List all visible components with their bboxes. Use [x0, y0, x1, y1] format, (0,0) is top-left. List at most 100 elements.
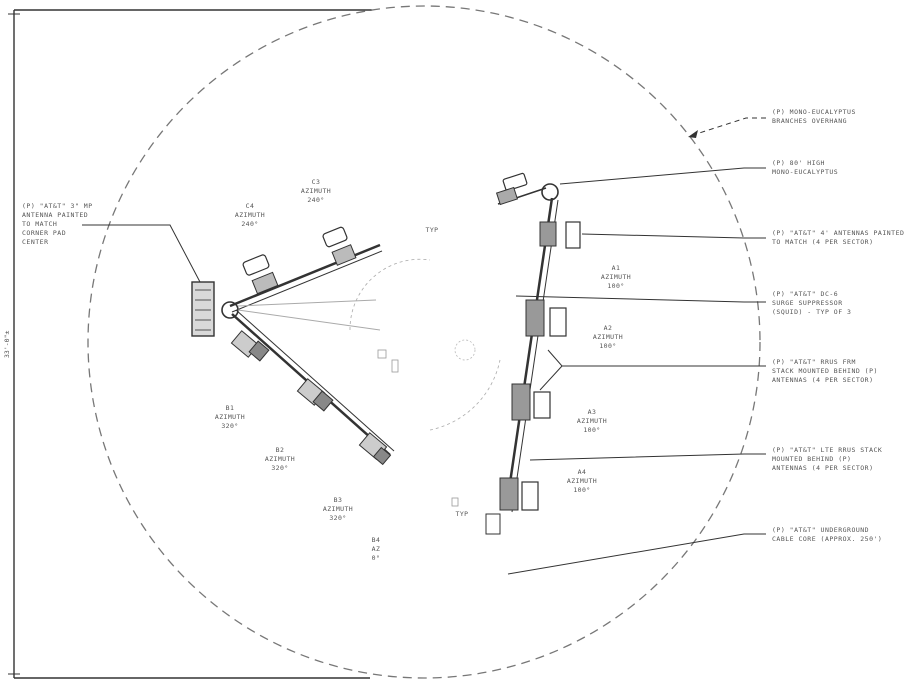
lower-label: TYP — [456, 510, 469, 518]
center-label: TYP — [426, 226, 439, 234]
svg-text:(P) "AT&T" LTE RRUS STACK: (P) "AT&T" LTE RRUS STACK — [772, 446, 882, 454]
svg-text:ANTENNAS (4 PER SECTOR): ANTENNAS (4 PER SECTOR) — [772, 464, 874, 472]
center-mark — [454, 339, 476, 361]
antenna-a3 — [511, 383, 551, 421]
leader-overhang-arrow — [688, 130, 698, 138]
svg-text:A2: A2 — [604, 324, 613, 332]
svg-text:A1: A1 — [612, 264, 621, 272]
svg-text:A3: A3 — [588, 408, 597, 416]
antenna-b-2 — [296, 378, 334, 412]
svg-text:240°: 240° — [241, 220, 258, 228]
svg-text:AZIMUTH: AZIMUTH — [301, 187, 331, 195]
svg-text:CENTER: CENTER — [22, 238, 48, 246]
antenna-c4-1 — [242, 254, 279, 295]
arm-c4-inner — [231, 250, 383, 313]
leader-rrus-2 — [539, 365, 563, 391]
branch-overhang-circle — [87, 5, 761, 679]
svg-text:240°: 240° — [307, 196, 324, 204]
svg-text:ANTENNA PAINTED: ANTENNA PAINTED — [22, 211, 88, 219]
antenna-a4 — [485, 477, 539, 535]
arm-faint — [237, 299, 377, 307]
svg-text:(P) "AT&T" RRUS FRM: (P) "AT&T" RRUS FRM — [772, 358, 856, 366]
right-pole — [541, 183, 559, 201]
svg-text:320°: 320° — [221, 422, 238, 430]
svg-text:(P) "AT&T" UNDERGROUND: (P) "AT&T" UNDERGROUND — [772, 526, 869, 534]
antenna-a2 — [525, 299, 567, 337]
azimuth-label-c3: C3 AZIMUTH 240° — [301, 178, 331, 204]
svg-text:CORNER PAD: CORNER PAD — [22, 229, 66, 237]
svg-text:CABLE CORE (APPROX. 250'): CABLE CORE (APPROX. 250') — [772, 535, 882, 543]
antenna-b-3 — [358, 432, 392, 466]
svg-text:MONO-EUCALYPTUS: MONO-EUCALYPTUS — [772, 168, 838, 176]
leader-antennas — [581, 233, 766, 239]
svg-text:(P) 80' HIGH: (P) 80' HIGH — [772, 159, 825, 167]
azimuth-label-b2: B2 AZIMUTH 320° — [265, 446, 295, 472]
callout-rrus: (P) "AT&T" RRUS FRM STACK MOUNTED BEHIND… — [772, 358, 878, 384]
svg-text:AZIMUTH: AZIMUTH — [215, 413, 245, 421]
svg-text:SURGE SUPPRESSOR: SURGE SUPPRESSOR — [772, 299, 843, 307]
callout-monopine-overhang: (P) MONO-EUCALYPTUS BRANCHES OVERHANG — [772, 108, 856, 125]
arm-faint — [237, 309, 381, 331]
svg-text:320°: 320° — [329, 514, 346, 522]
svg-text:100°: 100° — [583, 426, 600, 434]
leader-surge — [515, 295, 766, 303]
azimuth-label-a4: A4 AZIMUTH 100° — [567, 468, 597, 494]
svg-text:(P) "AT&T" DC-6: (P) "AT&T" DC-6 — [772, 290, 838, 298]
svg-text:AZIMUTH: AZIMUTH — [567, 477, 597, 485]
svg-text:(SQUID) - TYP OF 3: (SQUID) - TYP OF 3 — [772, 308, 851, 316]
azimuth-label-c4: C4 AZIMUTH 240° — [235, 202, 265, 228]
svg-text:AZIMUTH: AZIMUTH — [593, 333, 623, 341]
svg-text:B1: B1 — [226, 404, 235, 412]
arm-a — [504, 197, 554, 511]
svg-text:(P) "AT&T" 4' ANTENNAS PAINTED: (P) "AT&T" 4' ANTENNAS PAINTED — [772, 229, 904, 237]
azimuth-label-b4: B4 AZ 0° — [372, 536, 381, 562]
leader-cable — [507, 533, 766, 575]
azimuth-label-b1: B1 AZIMUTH 320° — [215, 404, 245, 430]
inner-arc — [349, 258, 431, 331]
antenna-top — [495, 172, 528, 206]
svg-text:C3: C3 — [312, 178, 321, 186]
arm-a-inner — [511, 199, 559, 513]
svg-text:C4: C4 — [246, 202, 255, 210]
corner-pad — [191, 281, 215, 337]
svg-text:100°: 100° — [599, 342, 616, 350]
arm-c4 — [229, 243, 381, 308]
azimuth-label-b3: B3 AZIMUTH 320° — [323, 496, 353, 522]
antenna-a1 — [539, 221, 581, 249]
svg-text:STACK MOUNTED BEHIND (P): STACK MOUNTED BEHIND (P) — [772, 367, 878, 375]
svg-text:320°: 320° — [271, 464, 288, 472]
leader-lte — [529, 453, 766, 461]
dimension-label: 33'-0"± — [3, 331, 11, 358]
svg-text:AZIMUTH: AZIMUTH — [601, 273, 631, 281]
svg-text:TO MATCH: TO MATCH — [22, 220, 57, 228]
leader-overhang — [689, 117, 766, 137]
svg-text:A4: A4 — [578, 468, 587, 476]
antenna-c4-2 — [322, 226, 357, 266]
svg-text:ANTENNAS (4 PER SECTOR): ANTENNAS (4 PER SECTOR) — [772, 376, 874, 384]
svg-text:100°: 100° — [573, 486, 590, 494]
svg-text:AZ: AZ — [372, 545, 381, 553]
svg-text:100°: 100° — [607, 282, 624, 290]
callout-monopine: (P) 80' HIGH MONO-EUCALYPTUS — [772, 159, 838, 176]
svg-text:(P) "AT&T" 3" MP: (P) "AT&T" 3" MP — [22, 202, 93, 210]
small-mark — [451, 497, 459, 507]
callout-cable: (P) "AT&T" UNDERGROUND CABLE CORE (APPRO… — [772, 526, 882, 543]
svg-text:AZIMUTH: AZIMUTH — [235, 211, 265, 219]
leader-left — [82, 224, 201, 283]
inner-arc — [429, 359, 501, 431]
svg-text:AZIMUTH: AZIMUTH — [323, 505, 353, 513]
svg-text:B3: B3 — [334, 496, 343, 504]
callout-lte-rrus: (P) "AT&T" LTE RRUS STACK MOUNTED BEHIND… — [772, 446, 882, 472]
svg-text:(P) MONO-EUCALYPTUS: (P) MONO-EUCALYPTUS — [772, 108, 856, 116]
svg-text:B2: B2 — [276, 446, 285, 454]
svg-text:0°: 0° — [372, 554, 381, 562]
svg-text:TO MATCH (4 PER SECTOR): TO MATCH (4 PER SECTOR) — [772, 238, 874, 246]
small-mark — [377, 349, 387, 359]
small-mark — [391, 359, 399, 373]
leader-monopine — [559, 167, 766, 185]
svg-text:MOUNTED BEHIND (P): MOUNTED BEHIND (P) — [772, 455, 851, 463]
svg-text:BRANCHES OVERHANG: BRANCHES OVERHANG — [772, 117, 847, 125]
svg-text:AZIMUTH: AZIMUTH — [265, 455, 295, 463]
callout-surge-suppressor: (P) "AT&T" DC-6 SURGE SUPPRESSOR (SQUID)… — [772, 290, 851, 316]
callout-antennas: (P) "AT&T" 4' ANTENNAS PAINTED TO MATCH … — [772, 229, 904, 246]
